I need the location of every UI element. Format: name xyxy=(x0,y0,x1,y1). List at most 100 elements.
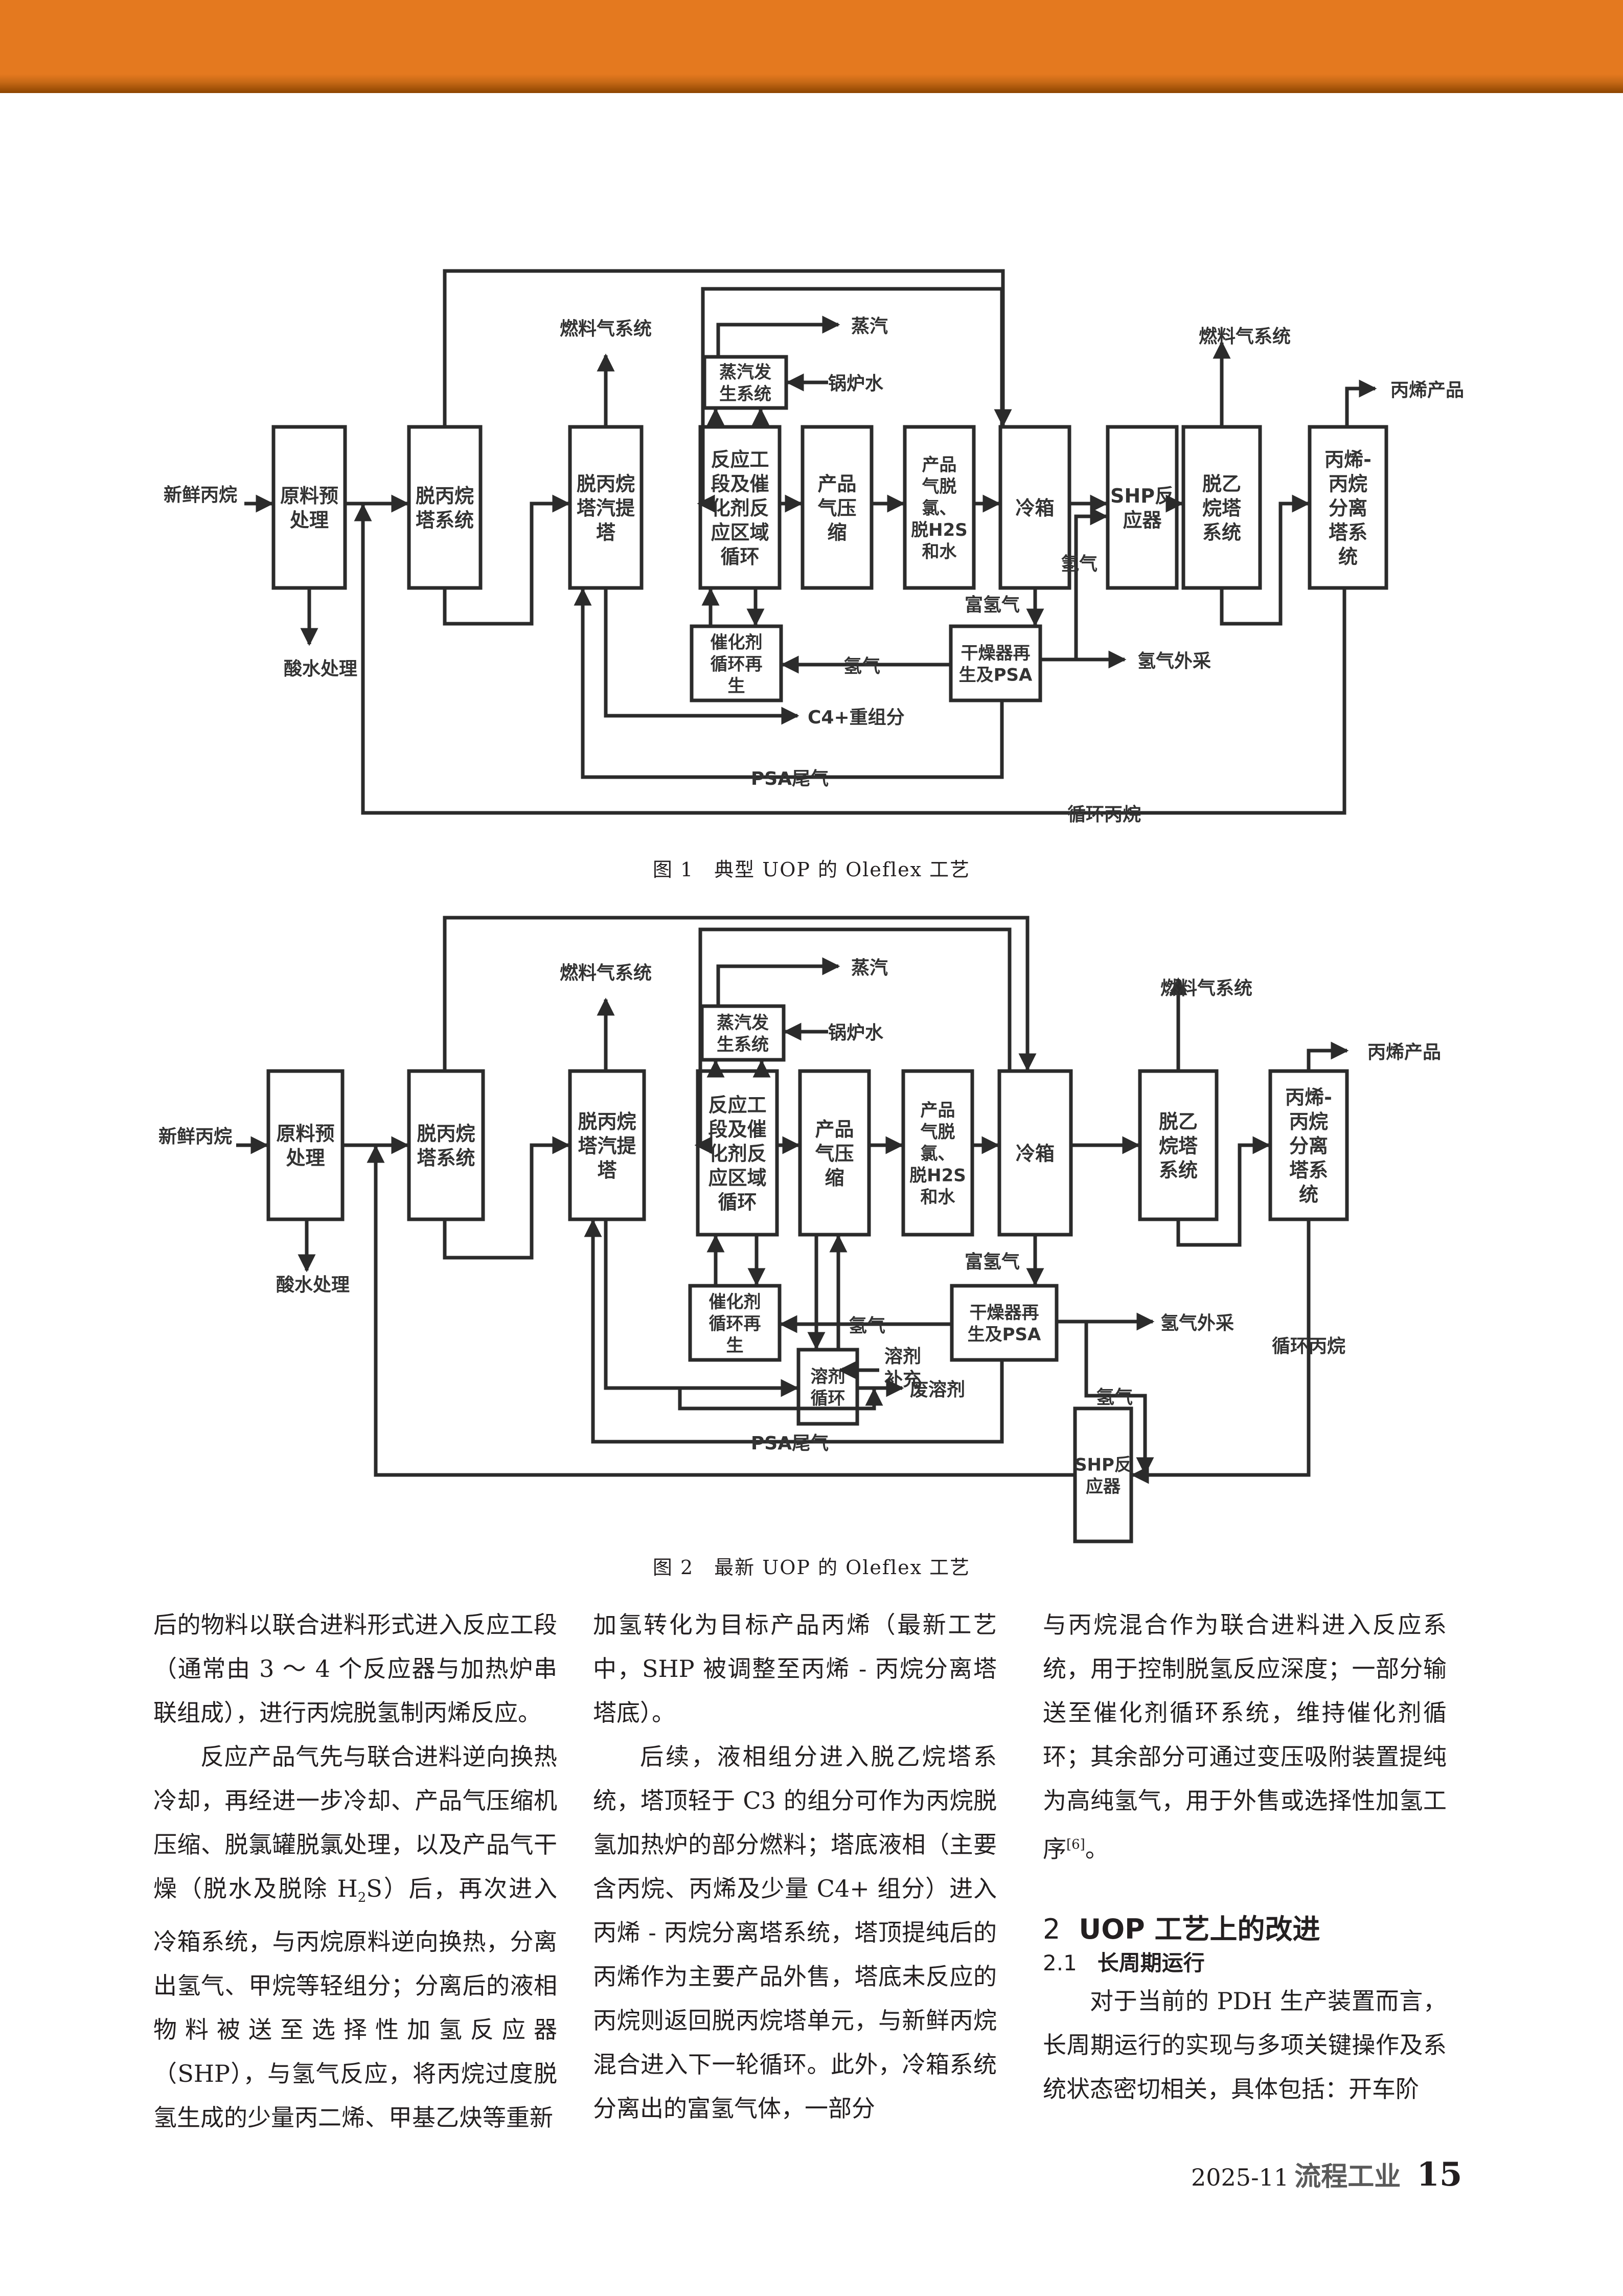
stream-recycle-propane xyxy=(1131,1219,1311,1484)
body-column-1: 后的物料以联合进料形式进入反应工段（通常由 3 ～ 4 个反应器与加热炉串联组成… xyxy=(153,1603,557,2140)
node-product-compressor-label: 气压 xyxy=(815,1142,854,1165)
stream-recycle-propane xyxy=(354,503,1346,815)
node-reactor-section-label: 反应工 xyxy=(711,448,769,471)
page-footer: 2025-11 流程工业 15 xyxy=(1191,2155,1462,2194)
node-pp-splitter-label: 丙烯- xyxy=(1285,1086,1332,1108)
label-steam: 蒸汽 xyxy=(851,316,888,337)
node-reactor-section-label: 循环 xyxy=(718,1191,757,1213)
node-depropanizer-label: 脱丙烷 xyxy=(416,485,474,507)
node-reactor-section-label: 段及催 xyxy=(711,472,769,495)
paragraph: 加氢转化为目标产品丙烯（最新工艺中，SHP 被调整至丙烯 - 丙烷分离塔塔底）。 xyxy=(593,1611,997,1726)
node-product-treating-label: 和水 xyxy=(921,1187,956,1208)
node-product-compressor-label: 气压 xyxy=(817,497,856,519)
node-cold-box: 冷箱 xyxy=(998,425,1071,590)
node-cold-box-label: 冷箱 xyxy=(1015,497,1054,519)
body-column-3: 与丙烷混合作为联合进料进入反应系统，用于控制脱氢反应深度；一部分输送至催化剂循环… xyxy=(1043,1603,1447,2111)
node-product-treating-box xyxy=(903,425,976,590)
stream-propylene-product xyxy=(1307,1041,1349,1071)
node-depropanizer-label: 塔系统 xyxy=(417,1147,475,1169)
stream-deethanizer-to-splitter xyxy=(1176,1136,1271,1247)
paragraph: 后续，液相组分进入脱乙烷塔系统，塔顶轻于 C3 的组分可作为丙烷脱氢加热炉的部分… xyxy=(593,1743,997,2122)
stream-h2-to-shp xyxy=(1074,507,1108,660)
node-dryer-psa-label: 生及PSA xyxy=(968,1325,1041,1345)
node-pp-splitter-label: 塔系 xyxy=(1289,1159,1328,1181)
node-dryer-psa-label: 生及PSA xyxy=(959,665,1033,686)
label-h2-to-catalyst: 氢气 xyxy=(849,1315,885,1336)
node-pp-splitter: 丙烯-丙烷分离塔系统 xyxy=(1268,1069,1349,1221)
node-product-compressor-label: 产品 xyxy=(817,472,856,495)
node-catalyst-regeneration-box xyxy=(690,624,783,702)
node-depropanizer-box xyxy=(407,425,483,590)
node-depropanizer-stripper-label: 塔 xyxy=(597,1159,617,1181)
node-pp-splitter: 丙烯-丙烷分离塔系统 xyxy=(1308,425,1388,590)
node-depropanizer-label: 脱丙烷 xyxy=(417,1123,475,1145)
node-reactor-section-label: 化剂反 xyxy=(711,497,769,519)
node-product-treating-box xyxy=(901,1069,974,1237)
label-recycle-propane: 循环丙烷 xyxy=(1272,1336,1345,1357)
node-catalyst-regeneration-label: 生 xyxy=(726,1335,744,1356)
node-depropanizer-stripper-label: 塔 xyxy=(596,521,616,543)
node-deethanizer-label: 烷塔 xyxy=(1159,1134,1198,1157)
node-catalyst-regeneration-label: 生 xyxy=(728,676,745,696)
node-steam-generation-box xyxy=(702,355,788,410)
node-deethanizer-label: 脱乙 xyxy=(1202,472,1241,495)
node-product-treating-label: 产品 xyxy=(922,454,957,475)
node-feed-pretreatment-label: 原料预 xyxy=(276,1123,334,1145)
paragraph: 反应产品气先与联合进料逆向换热冷却，再经进一步冷却、产品气压缩机压缩、脱氯罐脱氯… xyxy=(153,1743,557,2132)
stream-steam-out xyxy=(716,957,840,1006)
citation-ref[interactable]: [6] xyxy=(1066,1837,1085,1852)
node-pp-splitter-label: 丙烷 xyxy=(1329,472,1367,495)
node-shp-reactor-label: SHP反 xyxy=(1110,485,1174,507)
stream-h2-to-shp xyxy=(1084,1322,1154,1475)
label-recycle-propane: 循环丙烷 xyxy=(1067,804,1141,825)
label-c4-heavy: C4+重组分 xyxy=(808,707,905,728)
node-steam-generation-label: 蒸汽发 xyxy=(719,362,771,383)
node-catalyst-regeneration-box xyxy=(688,1284,782,1362)
node-catalyst-regeneration-label: 循环再 xyxy=(711,654,763,674)
node-product-treating-label: 产品 xyxy=(921,1100,955,1121)
node-product-treating-label: 脱H2S xyxy=(911,520,968,540)
node-cold-box: 冷箱 xyxy=(997,1069,1073,1237)
node-product-compressor: 产品气压缩 xyxy=(801,425,874,590)
label-steam: 蒸汽 xyxy=(851,958,888,979)
node-feed-pretreatment-box xyxy=(266,1069,345,1221)
header-color-bar xyxy=(0,0,1623,93)
label-fuel-gas-1: 燃料气系统 xyxy=(560,319,652,339)
node-deethanizer-label: 系统 xyxy=(1159,1159,1198,1181)
node-reactor-section-label: 循环 xyxy=(720,545,759,568)
stream-psa-tail xyxy=(574,587,1004,779)
node-pp-splitter-label: 统 xyxy=(1299,1183,1318,1206)
node-product-compressor: 产品气压缩 xyxy=(798,1069,871,1237)
node-depropanizer-label: 塔系统 xyxy=(416,509,474,532)
node-product-treating-label: 气脱 xyxy=(920,1122,955,1142)
body-column-2: 加氢转化为目标产品丙烯（最新工艺中，SHP 被调整至丙烯 - 丙烷分离塔塔底）。… xyxy=(593,1603,997,2130)
node-product-treating-label: 气脱 xyxy=(922,476,957,497)
node-depropanizer-stripper-label: 塔汽提 xyxy=(578,1134,636,1157)
stream-shp-to-depropanizer xyxy=(367,1145,1075,1477)
node-shp-reactor-label: SHP反 xyxy=(1075,1455,1132,1475)
node-steam-generation-label: 生系统 xyxy=(719,384,771,404)
node-product-compressor-label: 缩 xyxy=(827,521,847,543)
label-propylene-product: 丙烯产品 xyxy=(1390,380,1464,401)
paragraph: 与丙烷混合作为联合进料进入反应系统，用于控制脱氢反应深度；一部分输送至催化剂循环… xyxy=(1043,1611,1447,1863)
node-depropanizer-stripper-label: 脱丙烷 xyxy=(577,472,635,495)
node-product-compressor-box xyxy=(801,425,874,590)
node-product-compressor-label: 缩 xyxy=(825,1167,844,1189)
stream-psa-tail xyxy=(584,1219,1004,1444)
page-number: 15 xyxy=(1416,2155,1462,2194)
stream-depropanizer-overhead-to-coldbox xyxy=(443,916,1037,1072)
